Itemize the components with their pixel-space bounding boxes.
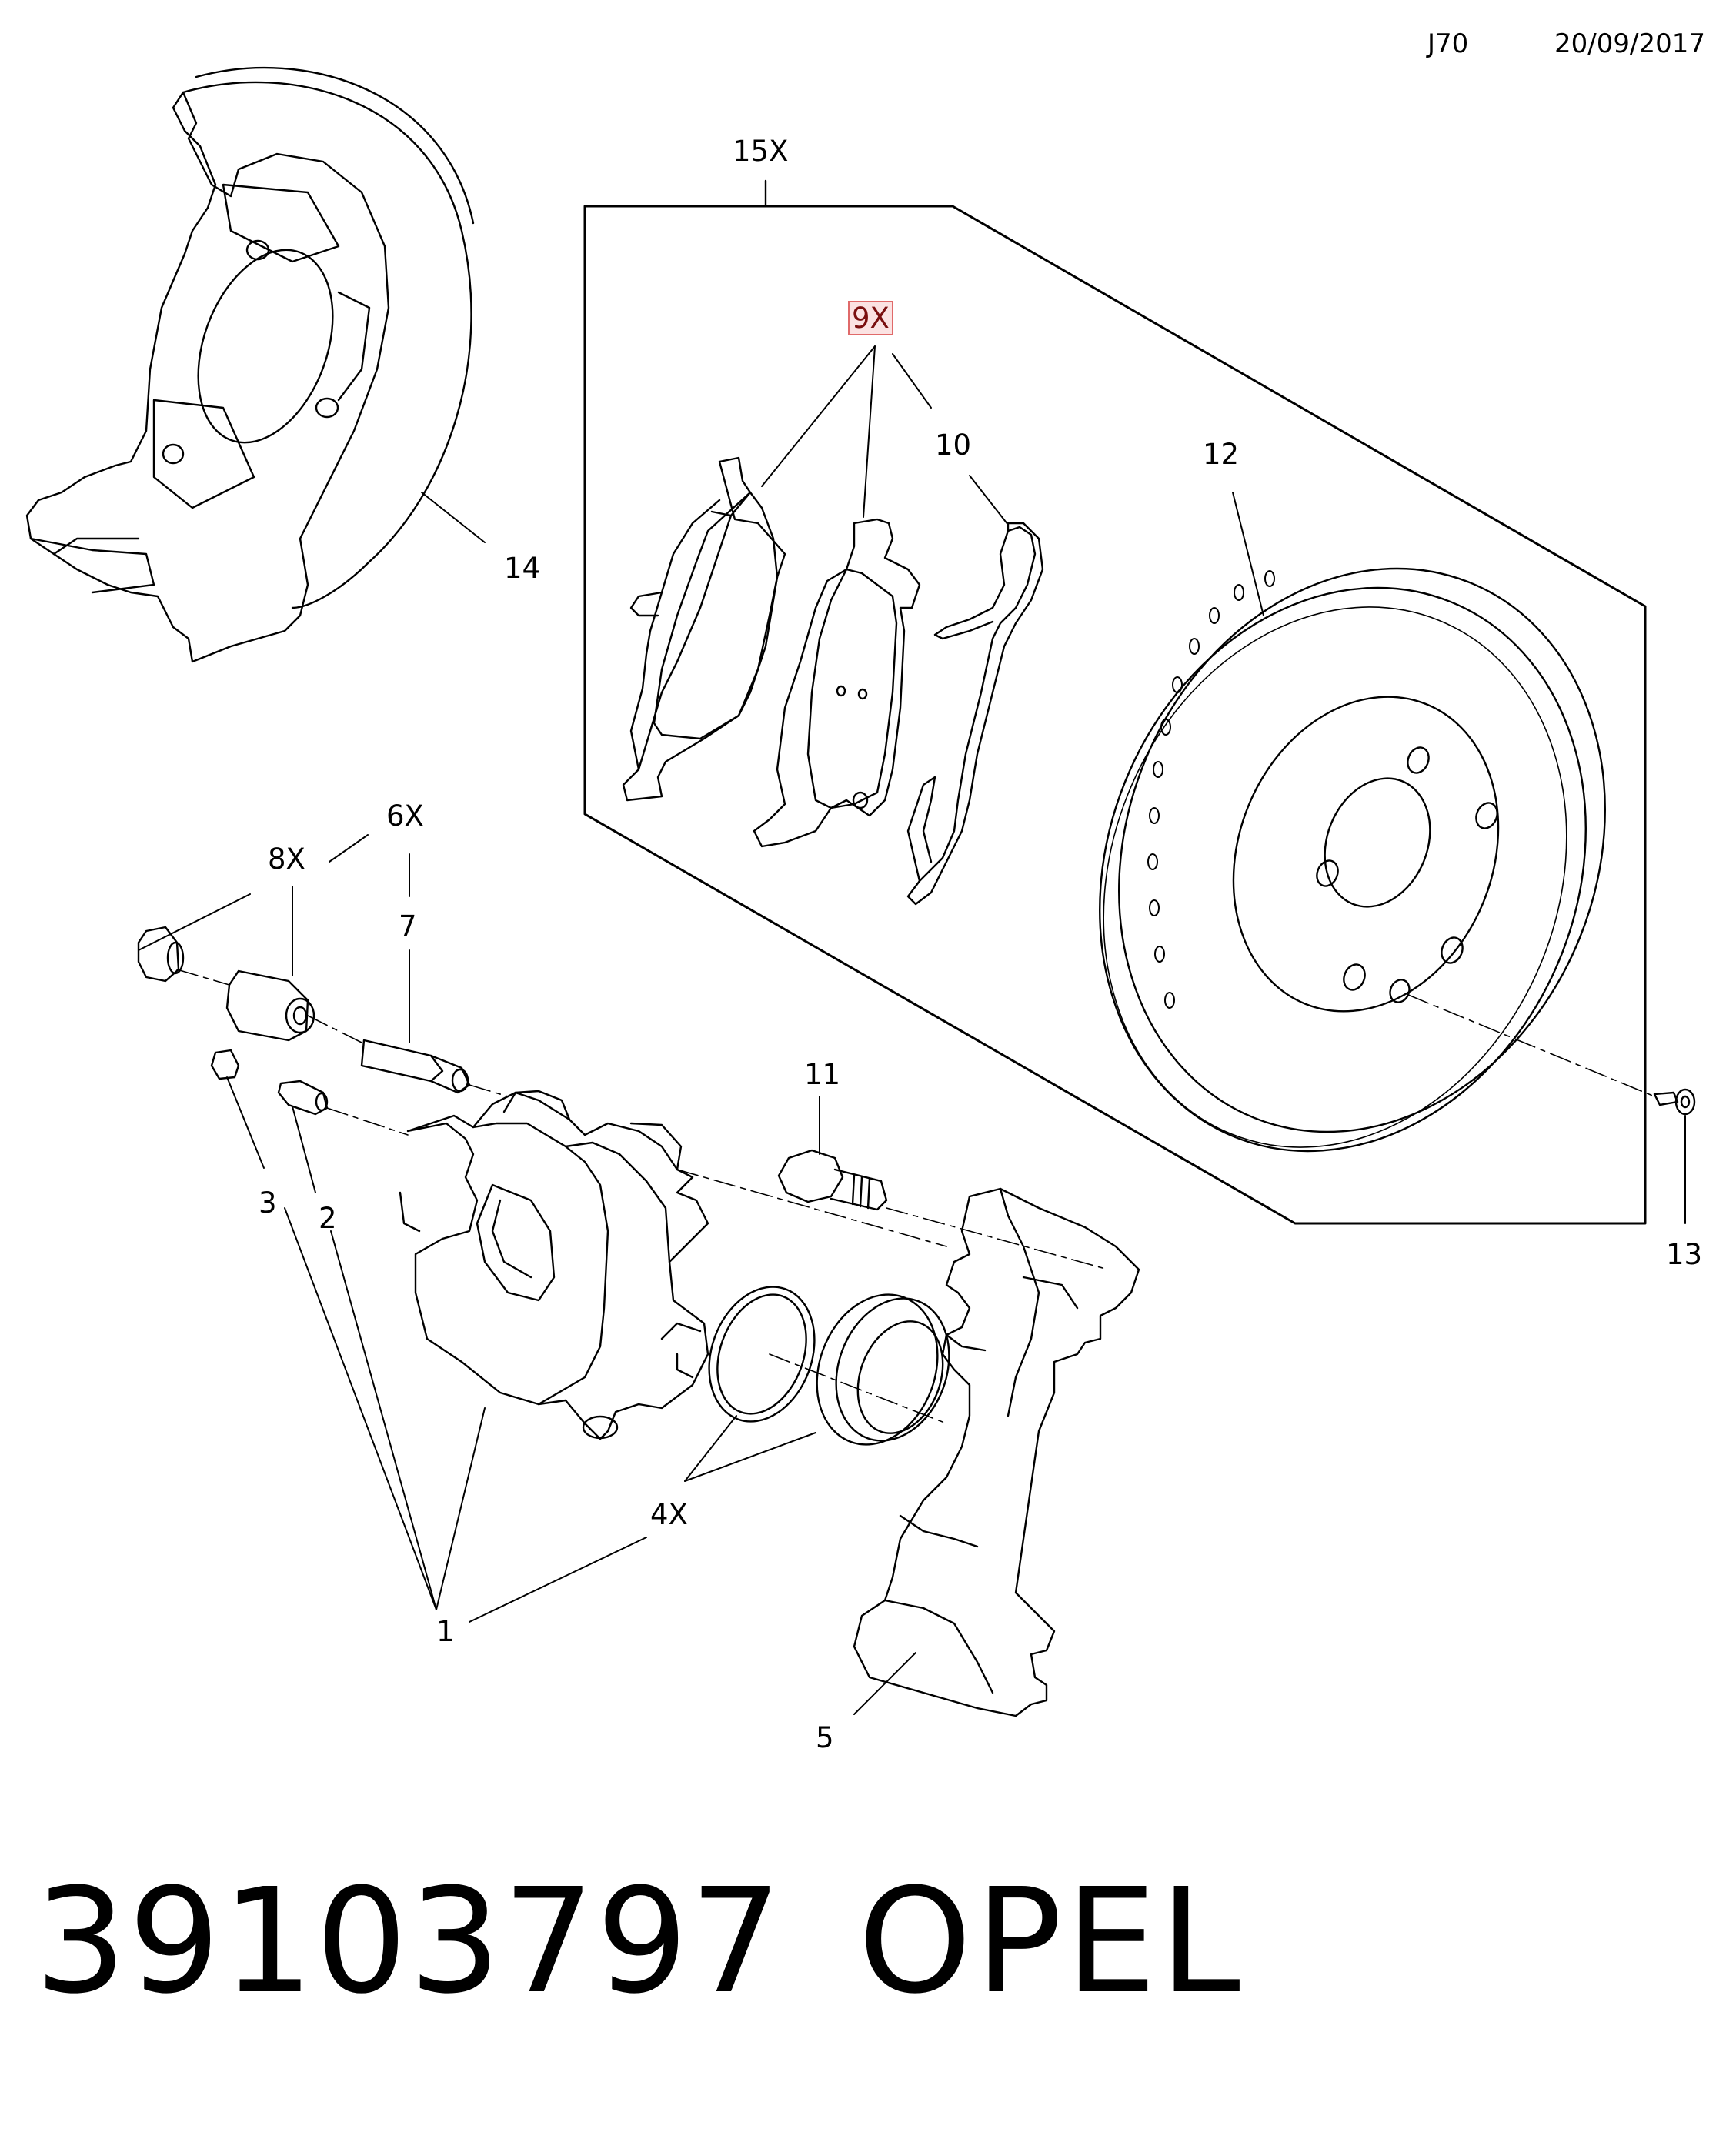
caliper-bracket-5	[854, 1189, 1139, 1716]
assembly-centerlines	[177, 969, 1654, 1423]
callout-4x: 4X	[650, 1498, 688, 1531]
callout-7: 7	[399, 909, 417, 943]
bracket-bolt-11	[779, 1150, 886, 1210]
caliper-housing-1	[400, 1091, 708, 1439]
leader-lines	[139, 346, 1685, 1714]
guide-pin-7	[362, 1040, 469, 1093]
bleed-screw-2	[279, 1081, 327, 1114]
callout-5: 5	[816, 1721, 834, 1754]
callout-13: 13	[1666, 1238, 1703, 1271]
diagram-date: 20/09/2017	[1554, 28, 1705, 59]
disc-screw-13	[1654, 1090, 1694, 1114]
brake-disc-12	[1017, 495, 1688, 1225]
callout-10: 10	[935, 429, 972, 462]
brake-pad-inner	[754, 519, 920, 846]
brake-assembly-drawing	[0, 0, 1736, 1847]
callout-9x-highlighted[interactable]: 9X	[848, 301, 893, 335]
callout-1: 1	[436, 1615, 455, 1648]
kit-outline-15x	[585, 181, 1645, 1223]
callout-8x: 8X	[268, 843, 305, 876]
dust-boot-4x	[796, 1277, 968, 1461]
bleed-cap-3	[212, 1050, 239, 1079]
anti-rattle-spring-10	[908, 523, 1043, 904]
splash-shield-14	[27, 68, 473, 662]
dust-cap-8x	[139, 927, 314, 1040]
callout-3: 3	[259, 1186, 277, 1220]
callout-12: 12	[1203, 438, 1240, 471]
diagram-code: J70	[1427, 28, 1469, 59]
callout-6x: 6X	[386, 799, 424, 833]
brand-name: OPEL	[858, 1857, 1244, 2026]
callout-14: 14	[504, 552, 541, 585]
brake-pad-outer	[623, 458, 785, 800]
part-number: 39103797	[35, 1857, 783, 2026]
callout-2: 2	[319, 1202, 337, 1235]
callout-15x: 15X	[733, 135, 789, 168]
piston-seal-4x	[691, 1272, 833, 1437]
callout-11: 11	[804, 1058, 841, 1091]
